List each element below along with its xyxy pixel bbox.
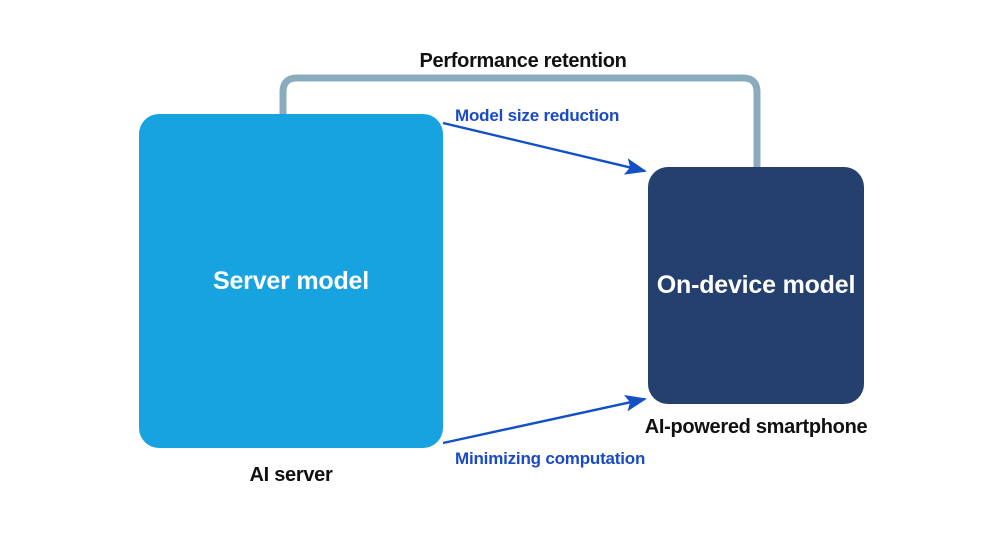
- node-on-device-model-label: On-device model: [656, 271, 856, 299]
- node-on-device-model[interactable]: On-device model: [648, 167, 864, 404]
- model-size-reduction-arrow: [442, 121, 647, 175]
- performance-retention-bracket: [279, 74, 761, 180]
- minimizing-computation-label: Minimizing computation: [455, 449, 646, 468]
- model-size-reduction-label: Model size reduction: [455, 106, 620, 125]
- node-server-model-label: Server model: [212, 266, 369, 295]
- performance-retention-caption: Performance retention: [419, 50, 627, 72]
- node-server-model[interactable]: Server model: [139, 114, 443, 448]
- ai-server-caption: AI server: [249, 464, 333, 486]
- ai-powered-smartphone-caption: AI-powered smartphone: [644, 416, 868, 438]
- minimizing-computation-arrow: [442, 394, 647, 445]
